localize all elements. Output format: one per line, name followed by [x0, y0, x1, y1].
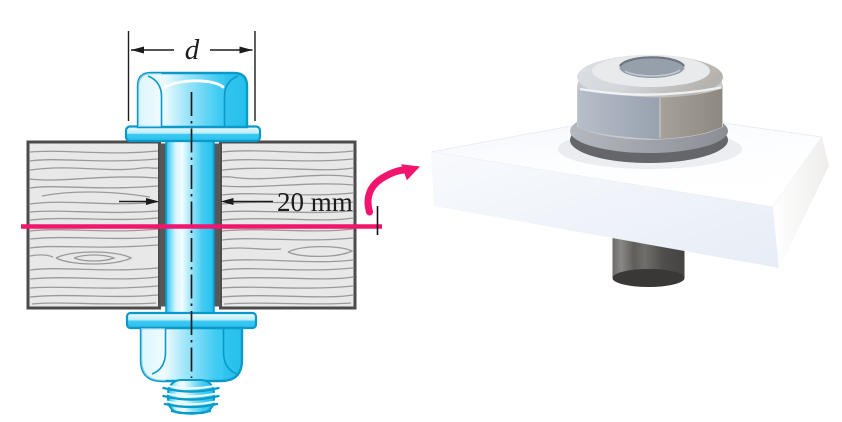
- callout-arrowhead-icon: [401, 164, 420, 181]
- dimension-20mm-label: 20 mm: [277, 187, 353, 217]
- arrowhead-shaft-right-icon: [220, 198, 234, 205]
- nut-hole-3d: [619, 56, 685, 78]
- dimension-d-label: d: [185, 34, 200, 66]
- hex-nut-3d: [577, 55, 723, 140]
- arrowhead-left-icon: [131, 46, 144, 54]
- dimension-d: [127, 31, 256, 121]
- arrowhead-shaft-left-icon: [146, 198, 159, 205]
- dimension-20mm: [119, 198, 273, 205]
- bolt-threaded-end: [162, 379, 220, 415]
- photo-3d-bolted-plate: [430, 55, 829, 287]
- bolt-top-washer: [124, 125, 262, 143]
- left-cross-section: d 20 mm: [21, 31, 382, 415]
- bolt-head: [136, 71, 249, 129]
- arrowhead-right-icon: [239, 46, 253, 54]
- wood-grain-left: [29, 150, 159, 305]
- bolt-head-highlight: [161, 79, 225, 91]
- callout-arrow: [364, 164, 420, 216]
- wood-grain-right: [221, 150, 354, 305]
